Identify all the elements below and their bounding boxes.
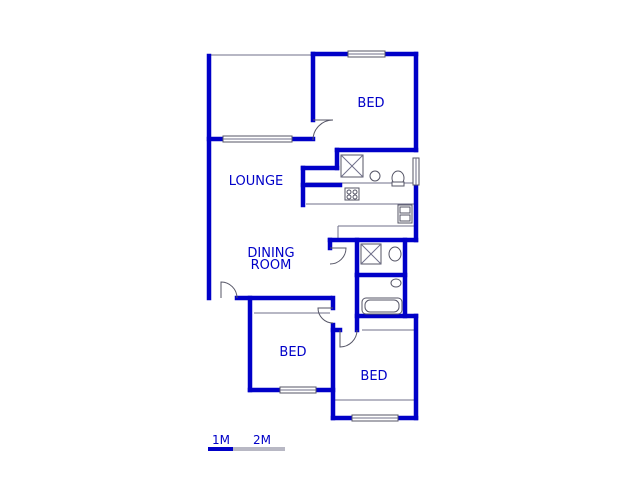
scale-bar: 1M 2M (208, 433, 285, 451)
scale-label-1m: 1M (212, 433, 230, 447)
room-label-lounge: LOUNGE (229, 174, 284, 189)
room-label-bed-mid: BED (279, 345, 306, 360)
fixtures (340, 154, 413, 315)
room-label-dining-line2: ROOM (251, 258, 292, 273)
door-bath (329, 247, 347, 265)
room-label-bed-bottom: BED (360, 369, 387, 384)
scale-segment-empty (233, 447, 285, 451)
doors (220, 119, 358, 348)
door-entrance (220, 281, 238, 299)
scale-segment-filled (208, 447, 233, 451)
basin-top (369, 170, 381, 182)
toilet-bath (388, 246, 402, 262)
windows (222, 50, 420, 422)
room-labels: BED LOUNGE DINING ROOM BED BED (229, 96, 388, 384)
walls (206, 51, 419, 421)
door-bed-mid (317, 307, 334, 324)
scale-label-2m: 2M (253, 433, 271, 447)
room-label-dining-line1: DINING (247, 246, 294, 261)
door-bed-bot (339, 329, 358, 348)
room-label-bed-top: BED (357, 96, 384, 111)
door-bed-top (312, 119, 334, 141)
basin-bath (390, 278, 402, 288)
